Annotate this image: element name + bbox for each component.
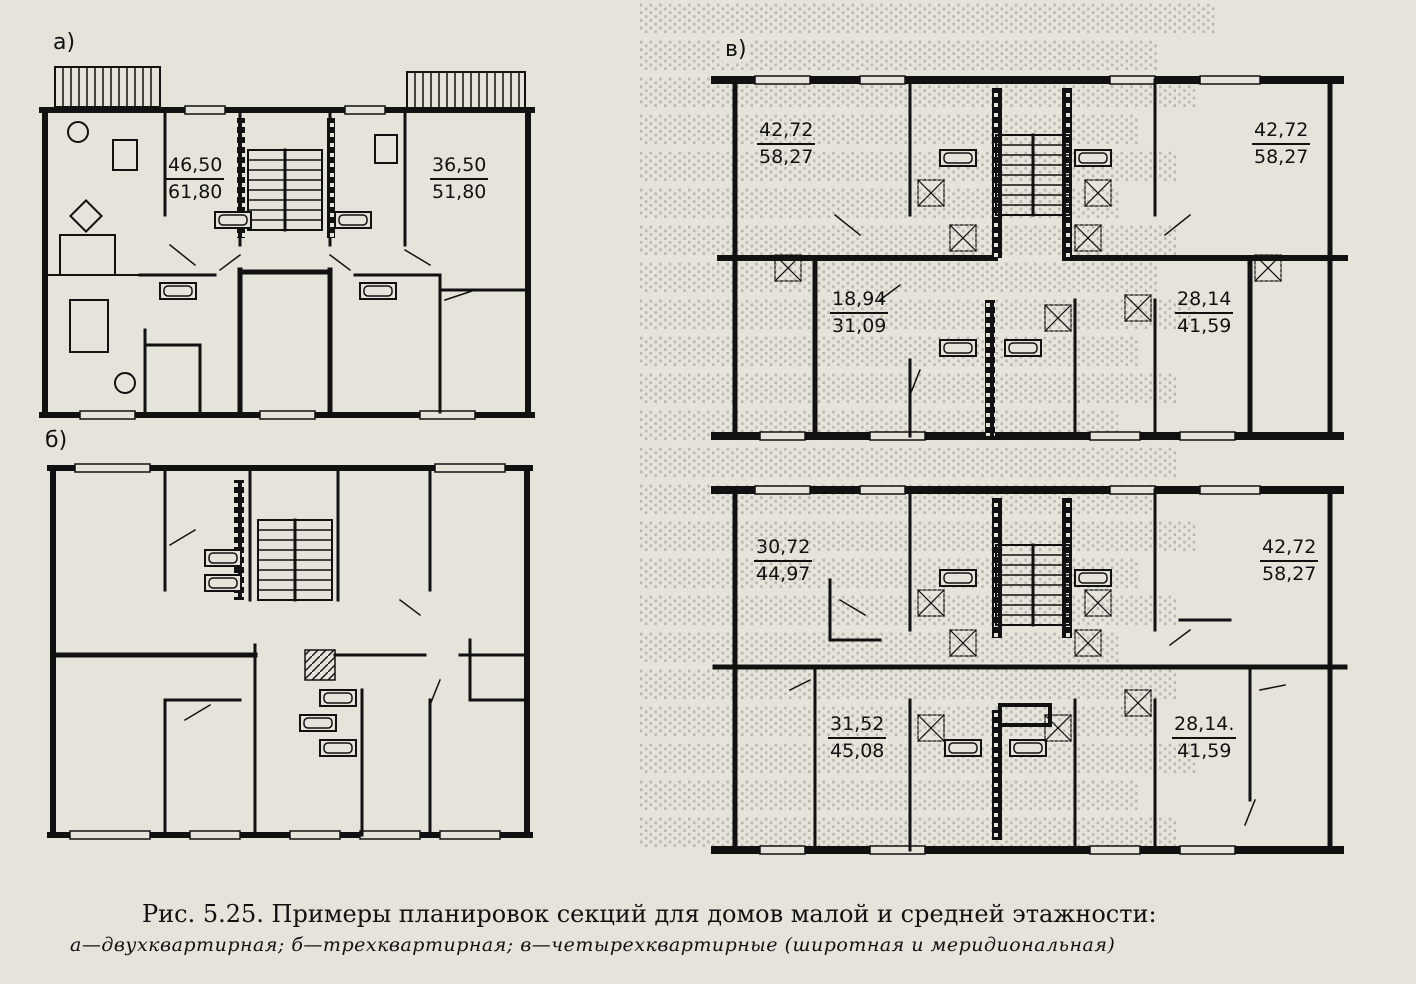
living-area: 28,14. [1172,712,1237,739]
living-area: 42,72 [1260,535,1319,562]
figure-caption: Рис. 5.25. Примеры планировок секций для… [70,898,1370,960]
area-label-v1-top-left: 42,72 58,27 [757,118,816,170]
area-label-v1-top-right: 42,72 58,27 [1252,118,1311,170]
total-area: 61,80 [168,181,223,203]
total-area: 41,59 [1177,315,1232,337]
total-area: 41,59 [1177,740,1232,762]
caption-title: Рис. 5.25. Примеры планировок секций для… [142,900,1157,928]
plan-v-latitudinal [711,75,1348,441]
panel-v-label: в) [722,37,750,62]
area-label-v1-bottom-right: 28,14 41,59 [1175,287,1234,339]
plan-b [47,463,533,840]
area-label-v2-top-left: 30,72 44,97 [754,535,813,587]
plan-v-meridional [711,485,1348,855]
area-label-a-left: 46,50 61,80 [166,153,225,205]
panel-b-label: б) [42,428,71,453]
area-label-v2-bottom-right: 28,14. 41,59 [1172,712,1237,764]
total-area: 58,27 [1254,146,1309,168]
area-label-v2-bottom-left: 31,52 45,08 [828,712,887,764]
living-area: 18,94 [830,287,889,314]
living-area: 36,50 [430,153,489,180]
total-area: 58,27 [1262,563,1317,585]
total-area: 58,27 [759,146,814,168]
total-area: 51,80 [432,181,487,203]
total-area: 31,09 [832,315,887,337]
living-area: 42,72 [757,118,816,145]
panel-a-label: а) [50,30,79,55]
area-label-v1-bottom-left: 18,94 31,09 [830,287,889,339]
living-area: 42,72 [1252,118,1311,145]
living-area: 28,14 [1175,287,1234,314]
living-area: 31,52 [828,712,887,739]
caption-legend: а—двухквартирная; б—трехквартирная; в—че… [70,934,1116,956]
total-area: 45,08 [830,740,885,762]
area-label-v2-top-right: 42,72 58,27 [1260,535,1319,587]
total-area: 44,97 [756,563,811,585]
living-area: 46,50 [166,153,225,180]
plan-a [39,66,535,420]
area-label-a-right: 36,50 51,80 [430,153,489,205]
living-area: 30,72 [754,535,813,562]
